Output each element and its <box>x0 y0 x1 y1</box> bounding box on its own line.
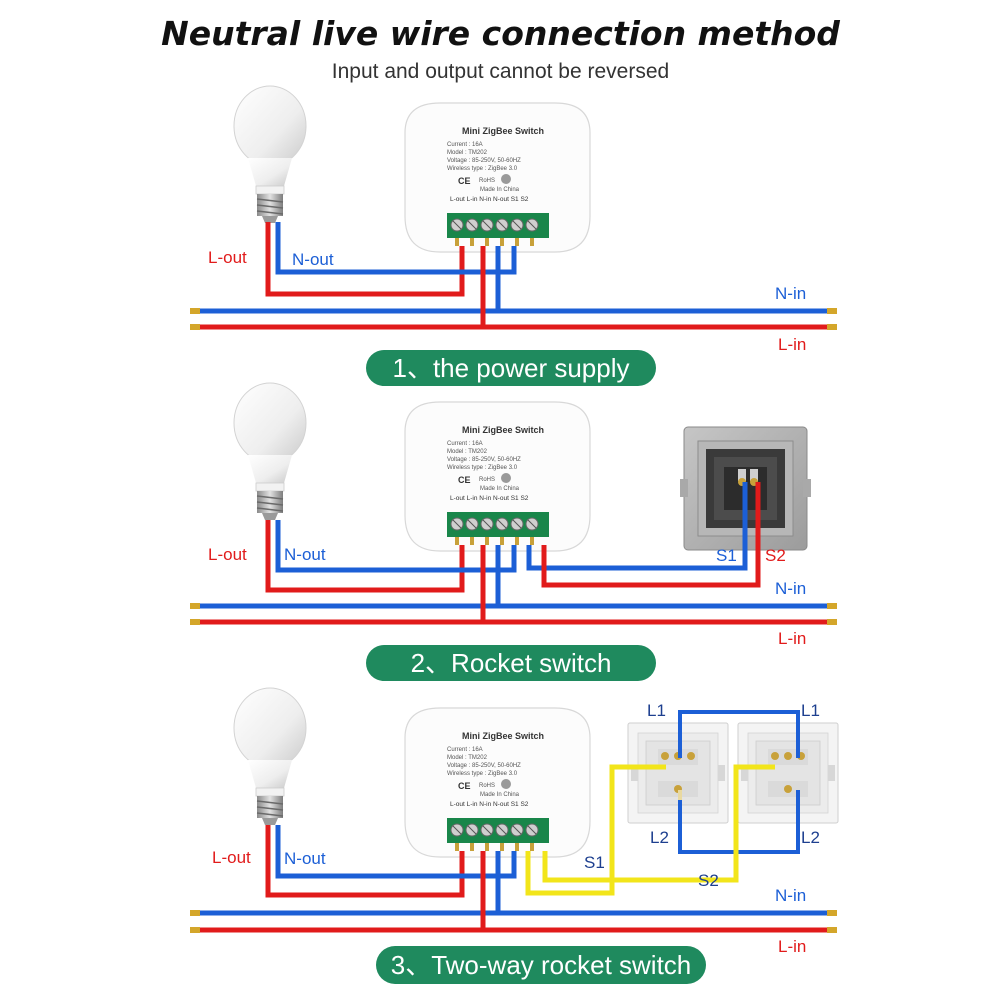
svg-text:Model : TM202: Model : TM202 <box>447 449 488 455</box>
section-2-label: 2、Rocket switch <box>411 648 612 678</box>
light-bulb-icon <box>233 85 307 224</box>
rohs-mark: RoHS <box>479 783 495 789</box>
page-title: Neutral live wire connection method <box>161 14 840 53</box>
s2-label: S2 <box>765 546 786 565</box>
n-in-label: N-in <box>775 284 806 303</box>
section-2-diagram <box>190 382 837 625</box>
section-3-label: 3、Two-way rocket switch <box>391 950 692 980</box>
l-out-label: L-out <box>208 545 247 564</box>
page-subtitle: Input and output cannot be reversed <box>331 60 670 83</box>
weee-icon <box>501 174 511 184</box>
ce-mark: CE <box>458 781 471 791</box>
svg-text:Voltage : 85-250V, 50-60HZ: Voltage : 85-250V, 50-60HZ <box>447 763 521 769</box>
n-in-label: N-in <box>775 579 806 598</box>
l-out-label: L-out <box>212 848 251 867</box>
ce-mark: CE <box>458 475 471 485</box>
light-bulb-icon <box>233 687 307 826</box>
rohs-mark: RoHS <box>479 178 495 184</box>
section-1-banner <box>366 350 656 386</box>
l-out-label: L-out <box>208 248 247 267</box>
section-3-diagram <box>190 687 839 933</box>
l1-left-label: L1 <box>647 701 666 720</box>
s2-label: S2 <box>698 871 719 890</box>
l-in-label: L-in <box>778 937 806 956</box>
svg-text:Current : 16A: Current : 16A <box>447 142 483 148</box>
device-label-3: Mini ZigBee Switch Current : 16A Model :… <box>447 731 544 808</box>
n-out-label: N-out <box>284 545 326 564</box>
device-name: Mini ZigBee Switch <box>462 425 544 435</box>
section-2-banner <box>366 645 656 681</box>
l-in-label: L-in <box>778 335 806 354</box>
svg-text:Voltage : 85-250V, 50-60HZ: Voltage : 85-250V, 50-60HZ <box>447 158 521 164</box>
weee-icon <box>501 779 511 789</box>
l2-left-label: L2 <box>650 828 669 847</box>
svg-text:L-out L-in N-in N-out S1: L-out L-in N-in N-out S1 S2 <box>450 801 529 808</box>
svg-text:Model : TM202: Model : TM202 <box>447 150 488 156</box>
l1-right-label: L1 <box>801 701 820 720</box>
svg-text:L-out L-in N-in N-out S1: L-out L-in N-in N-out S1 S2 <box>450 196 529 203</box>
svg-text:Model : TM202: Model : TM202 <box>447 755 488 761</box>
device-name: Mini ZigBee Switch <box>462 731 544 741</box>
svg-text:L-out L-in N-in N-out S1: L-out L-in N-in N-out S1 S2 <box>450 495 529 502</box>
light-bulb-icon <box>233 382 307 521</box>
svg-text:Wireless type : ZigBee 3.0: Wireless type : ZigBee 3.0 <box>447 166 518 172</box>
n-out-label: N-out <box>284 849 326 868</box>
ce-mark: CE <box>458 176 471 186</box>
svg-text:Current : 16A: Current : 16A <box>447 747 483 753</box>
svg-text:Voltage : 85-250V, 50-60HZ: Voltage : 85-250V, 50-60HZ <box>447 457 521 463</box>
section-1-diagram <box>190 85 837 330</box>
two-way-switch-right-icon <box>737 722 839 824</box>
device-label-1: Mini ZigBee Switch Current : 16A Model :… <box>447 126 544 203</box>
svg-text:Wireless type : ZigBee 3.0: Wireless type : ZigBee 3.0 <box>447 465 518 471</box>
s1-label: S1 <box>584 853 605 872</box>
l2-right-label: L2 <box>801 828 820 847</box>
section-1-label: 1、the power supply <box>392 353 629 383</box>
n-in-label: N-in <box>775 886 806 905</box>
n-out-label: N-out <box>292 250 334 269</box>
device-name: Mini ZigBee Switch <box>462 126 544 136</box>
device-label-2: Mini ZigBee Switch Current : 16A Model :… <box>447 425 544 502</box>
rohs-mark: RoHS <box>479 477 495 483</box>
svg-text:Made In China: Made In China <box>480 486 520 492</box>
l-in-label: L-in <box>778 629 806 648</box>
svg-text:Wireless type : ZigBee 3.0: Wireless type : ZigBee 3.0 <box>447 771 518 777</box>
s1-label: S1 <box>716 546 737 565</box>
svg-text:Current : 16A: Current : 16A <box>447 441 483 447</box>
weee-icon <box>501 473 511 483</box>
svg-text:Made In China: Made In China <box>480 187 520 193</box>
section-3-banner <box>376 946 706 984</box>
svg-text:Made In China: Made In China <box>480 792 520 798</box>
